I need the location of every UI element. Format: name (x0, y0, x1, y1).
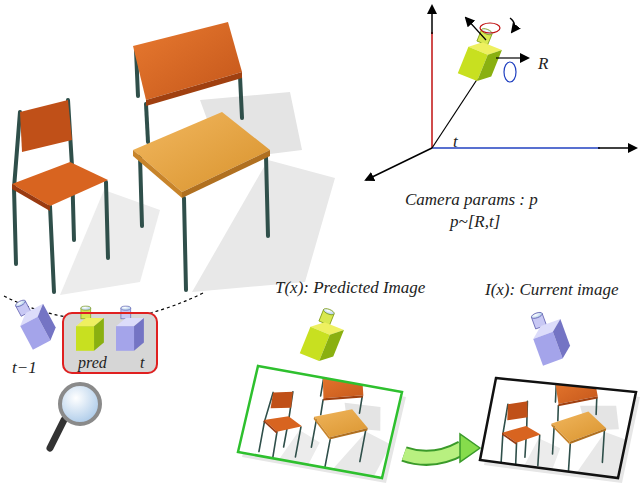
camera-icon (300, 305, 349, 365)
furniture-scene (12, 22, 335, 295)
node-text: I(x): Current image (485, 280, 618, 299)
camera-icon (525, 306, 573, 366)
node-text: t (140, 354, 144, 372)
node-text: T(x): Predicted Image (275, 278, 425, 297)
annotation: Camera params : p (405, 190, 538, 209)
time-label: t−1 (12, 358, 37, 377)
flow-arrow (404, 434, 480, 462)
camera-icon (10, 292, 60, 350)
rotation-arrows (466, 18, 528, 82)
magnifier-icon (50, 384, 100, 448)
axes (366, 6, 636, 180)
current-image: I(x): Current image (480, 368, 638, 480)
annotation: p~[R,t] (450, 212, 500, 231)
camera-group-box: pred t (62, 312, 158, 374)
predicted-image: T(x): Predicted Image (236, 362, 404, 480)
rotation-label: R (538, 54, 548, 73)
camera-icon (458, 25, 507, 85)
node-text: pred (78, 354, 107, 372)
translation-label: t (453, 132, 458, 151)
